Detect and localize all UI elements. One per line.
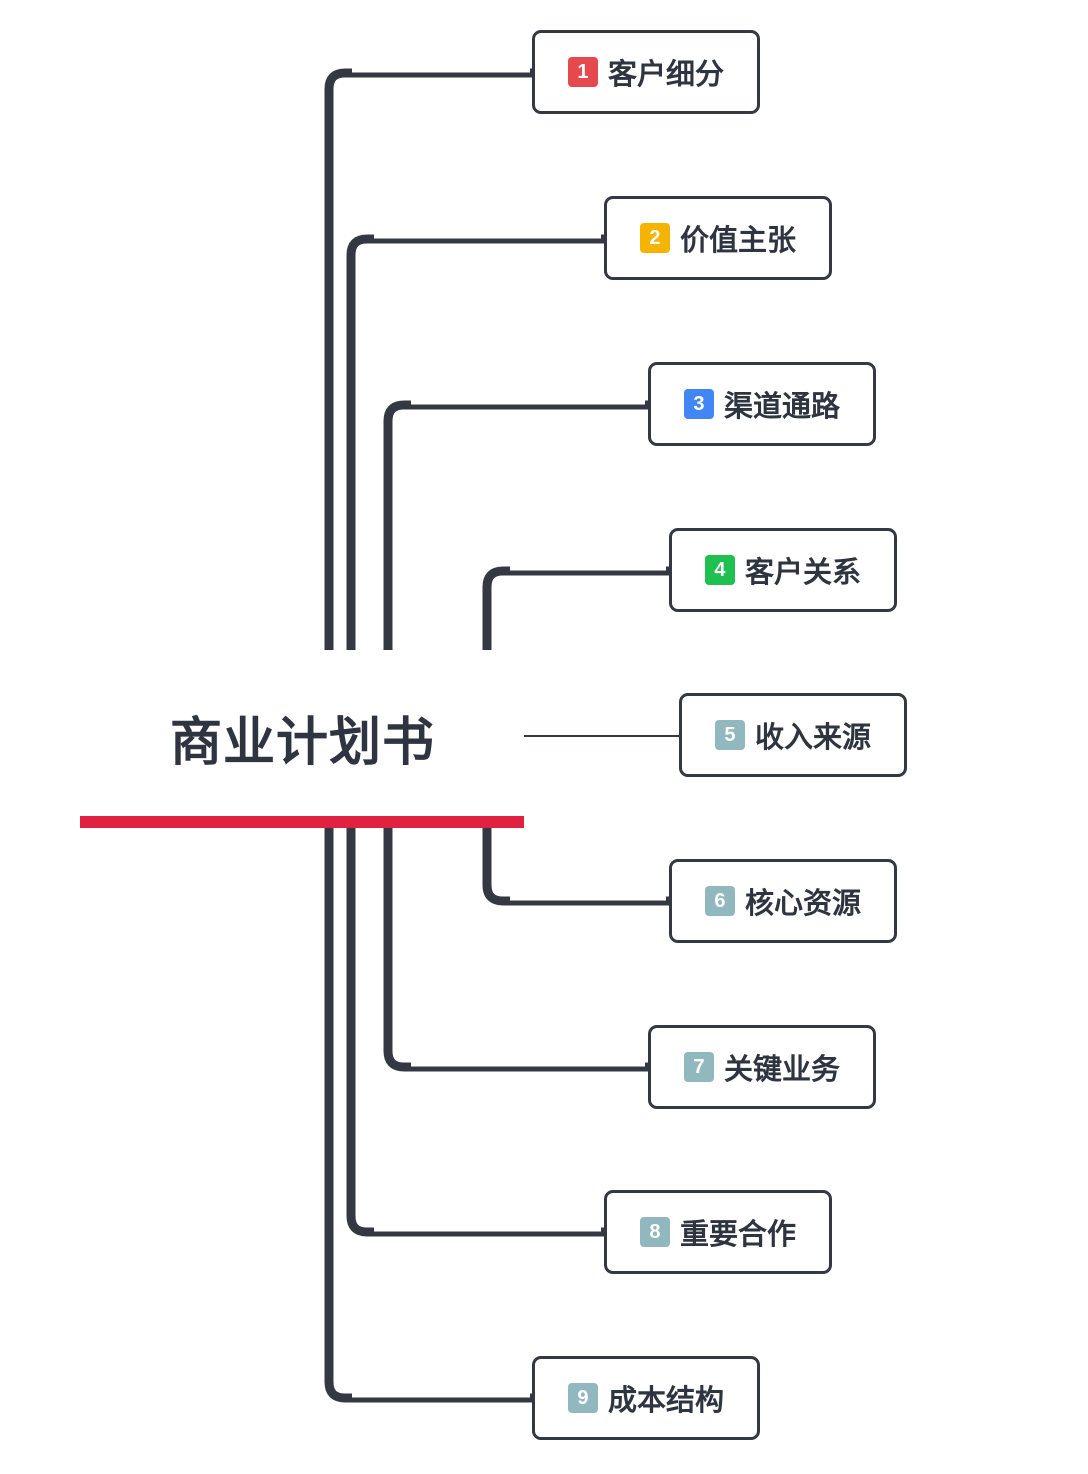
connector-4 <box>482 566 669 650</box>
topic-node-4[interactable]: 4 客户关系 <box>669 528 897 612</box>
topic-label: 客户关系 <box>744 555 861 589</box>
connector-1 <box>324 68 533 650</box>
topic-number-badge: 3 <box>683 389 714 419</box>
topic-number-badge: 4 <box>704 555 735 585</box>
topic-label: 核心资源 <box>744 886 861 920</box>
connector-8 <box>346 828 604 1237</box>
topic-node-2[interactable]: 2 价值主张 <box>604 196 832 280</box>
topic-label: 渠道通路 <box>723 389 840 423</box>
connector-3 <box>383 400 648 650</box>
topic-number-badge: 6 <box>704 886 735 916</box>
connector-9 <box>324 828 533 1403</box>
topic-number-badge: 1 <box>567 57 598 87</box>
topic-node-5[interactable]: 5 收入来源 <box>679 693 907 777</box>
connector-2 <box>346 234 604 650</box>
topic-node-7[interactable]: 7 关键业务 <box>648 1025 876 1109</box>
connector-7 <box>383 828 648 1072</box>
connector-6 <box>482 828 669 906</box>
topic-node-6[interactable]: 6 核心资源 <box>669 859 897 943</box>
topic-number-badge: 9 <box>567 1383 598 1413</box>
topic-node-9[interactable]: 9 成本结构 <box>532 1356 760 1440</box>
topic-label: 关键业务 <box>723 1052 840 1086</box>
topic-label: 客户细分 <box>607 57 724 91</box>
central-topic-underline <box>80 816 524 828</box>
topic-node-1[interactable]: 1 客户细分 <box>532 30 760 114</box>
topic-label: 重要合作 <box>679 1217 796 1251</box>
topic-number-badge: 8 <box>639 1217 670 1247</box>
topic-number-badge: 2 <box>639 223 670 253</box>
topic-node-8[interactable]: 8 重要合作 <box>604 1190 832 1274</box>
topic-node-3[interactable]: 3 渠道通路 <box>648 362 876 446</box>
topic-label: 收入来源 <box>754 720 871 754</box>
topic-label: 价值主张 <box>679 223 796 257</box>
central-topic-title[interactable]: 商业计划书 <box>170 713 436 773</box>
topic-number-badge: 7 <box>683 1052 714 1082</box>
topic-label: 成本结构 <box>607 1383 724 1417</box>
topic-number-badge: 5 <box>714 720 745 750</box>
